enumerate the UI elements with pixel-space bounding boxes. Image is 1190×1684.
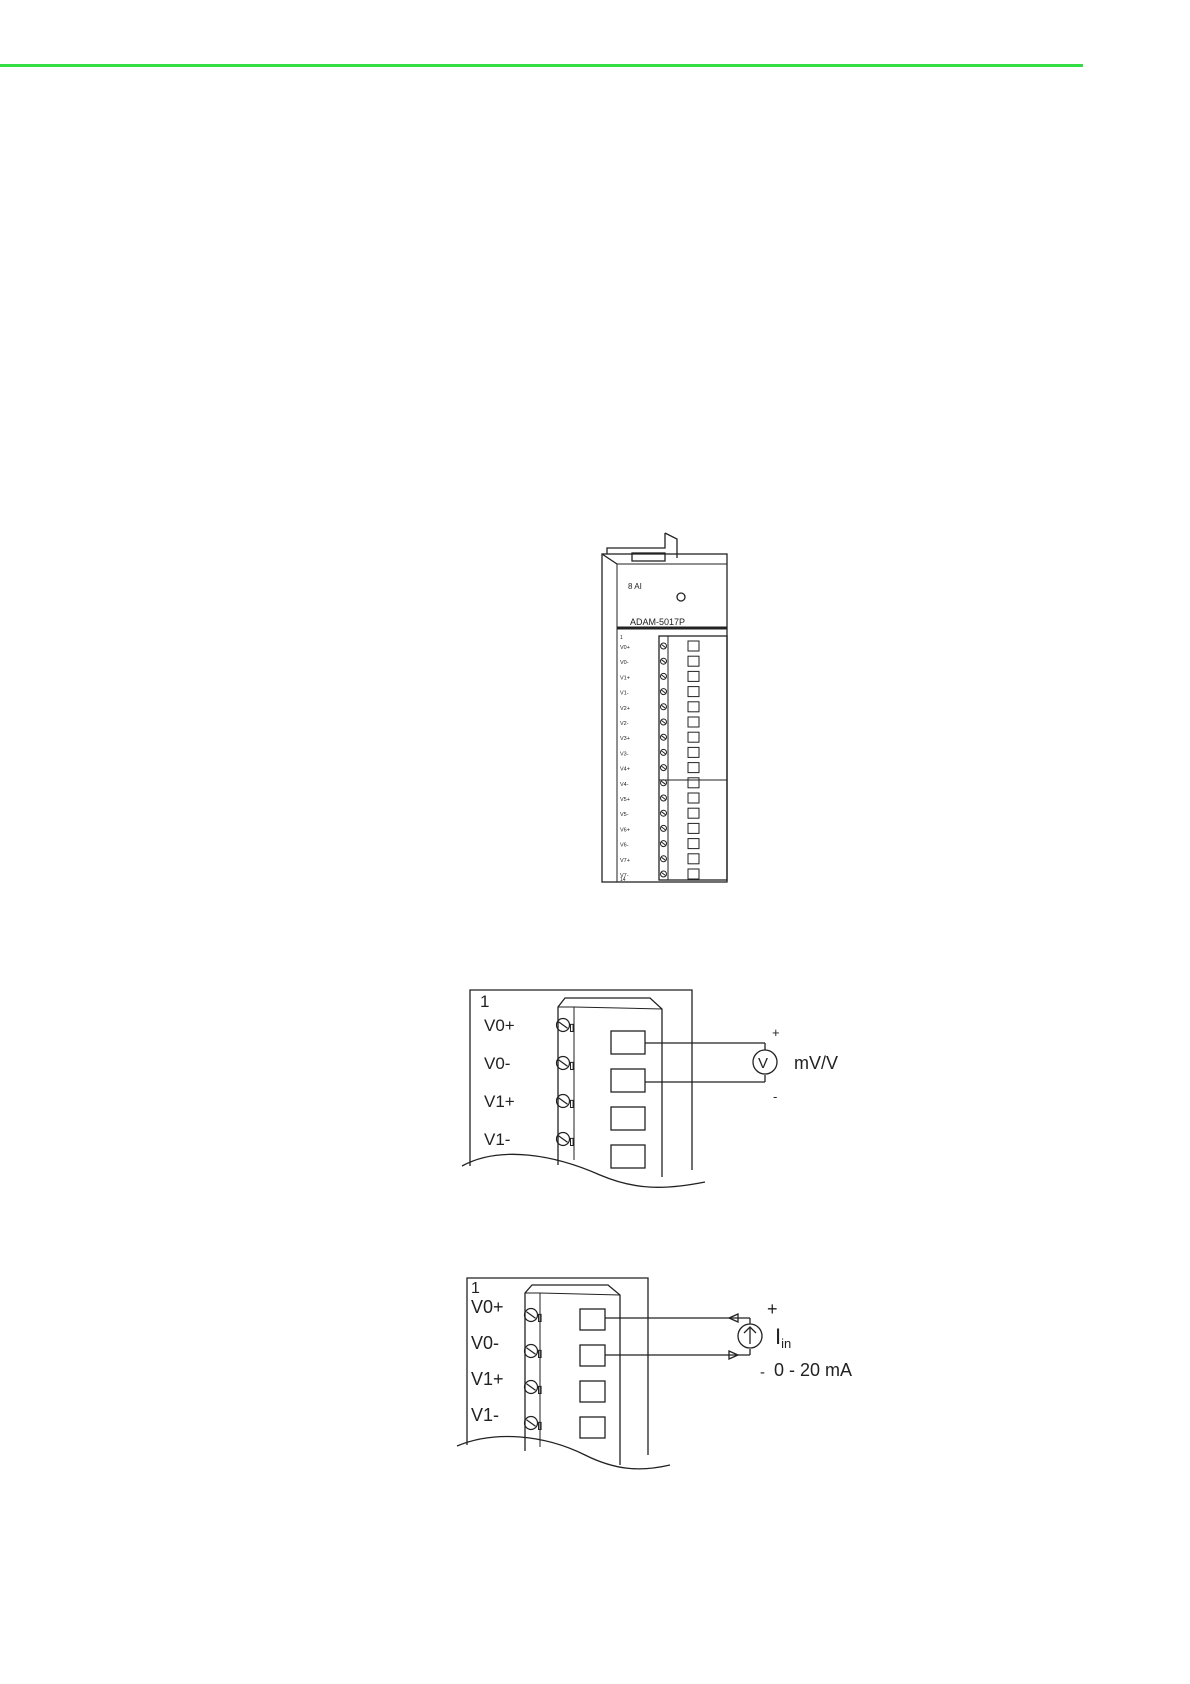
voltage-plus-label: + (772, 1025, 780, 1040)
current-terminal-label: V0+ (471, 1297, 504, 1317)
terminal-screw-icon (557, 1095, 574, 1108)
terminal-socket (688, 808, 699, 818)
voltage-terminal-label: V1+ (484, 1092, 515, 1111)
status-led-icon (677, 593, 685, 601)
voltage-pin-one-label: 1 (480, 992, 489, 1011)
voltage-terminal-label: V0+ (484, 1016, 515, 1035)
module-terminal-label: V7- (620, 873, 629, 879)
module-figure: 8 AI ADAM-5017P 1 14 V0+V0-V1+V1-V2+V2-V… (590, 530, 740, 885)
module-terminal-label: V6- (620, 843, 629, 849)
current-range-label: 0 - 20 mA (774, 1360, 852, 1380)
module-terminal-label: V5+ (620, 797, 630, 803)
terminal-screw-icon (661, 643, 667, 649)
terminal-screw-icon (661, 704, 667, 710)
terminal-screw-icon (525, 1381, 542, 1394)
terminal-socket (611, 1069, 645, 1092)
voltage-signal-label: mV/V (794, 1053, 838, 1073)
terminal-screw-icon (557, 1133, 574, 1146)
terminal-socket (688, 823, 699, 833)
voltage-terminal-label: V1- (484, 1130, 510, 1149)
terminal-socket (688, 793, 699, 803)
current-terminals: V0+ V0- V1+ V1- (471, 1297, 605, 1438)
module-terminal-label: V3+ (620, 736, 630, 742)
terminal-screw-icon (661, 825, 667, 831)
terminal-socket (688, 717, 699, 727)
current-terminal-block (525, 1285, 620, 1465)
module-terminal-label: V0+ (620, 645, 630, 651)
voltage-terminal-label: V0- (484, 1054, 510, 1073)
terminal-screw-icon (661, 871, 667, 877)
terminal-socket (688, 641, 699, 651)
current-plus-label: + (767, 1299, 778, 1319)
terminal-socket (611, 1107, 645, 1130)
terminal-socket (688, 869, 699, 879)
voltage-terminals: V0+ V0- V1+ V1- (484, 1016, 645, 1168)
terminal-socket (580, 1381, 605, 1402)
module-top-clip (607, 533, 665, 554)
terminal-screw-icon (557, 1019, 574, 1032)
module-terminal-label: V5- (620, 812, 629, 818)
current-wiring-figure: V0+ V0- V1+ V1- 1 + - Iin 0 - 20 mA (455, 1275, 895, 1485)
terminal-socket (688, 687, 699, 697)
terminal-socket (688, 778, 699, 788)
terminal-screw-icon (525, 1309, 542, 1322)
terminal-screw-icon (661, 765, 667, 771)
terminal-screw-icon (661, 749, 667, 755)
module-terminal-label: V4- (620, 782, 629, 788)
voltage-wiring-figure: V0+ V0- V1+ V1- 1 V + - mV/V (460, 985, 880, 1200)
terminal-screw-icon (661, 795, 667, 801)
voltage-minus-label: - (773, 1089, 777, 1104)
current-terminal-label: V1+ (471, 1369, 504, 1389)
terminal-screw-icon (661, 841, 667, 847)
terminal-screw-icon (661, 734, 667, 740)
module-terminal-label: V2+ (620, 706, 630, 712)
terminal-socket (611, 1145, 645, 1168)
voltage-tear-line (462, 1154, 705, 1187)
current-symbol: Iin (775, 1324, 791, 1351)
terminal-socket (688, 854, 699, 864)
module-terminal-label: V3- (620, 751, 629, 757)
terminal-screw-icon (661, 658, 667, 664)
channel-count-label: 8 AI (628, 582, 642, 591)
terminal-screw-icon (661, 673, 667, 679)
current-tear-line (457, 1436, 670, 1468)
current-terminal-label: V0- (471, 1333, 499, 1353)
voltmeter-symbol: V (758, 1055, 768, 1072)
terminal-screw-icon (525, 1417, 542, 1430)
module-pin-one-label: 1 (620, 635, 623, 641)
terminal-screw-icon (525, 1345, 542, 1358)
terminal-socket (688, 763, 699, 773)
terminal-socket (688, 656, 699, 666)
terminal-screw-icon (661, 856, 667, 862)
terminal-socket (580, 1345, 605, 1366)
module-terminal-label: V2- (620, 721, 629, 727)
terminal-socket (688, 671, 699, 681)
terminal-screw-icon (557, 1057, 574, 1070)
terminal-screw-icon (661, 719, 667, 725)
module-terminal-label: V7+ (620, 858, 630, 864)
terminal-socket (580, 1417, 605, 1438)
terminal-socket (688, 747, 699, 757)
terminal-socket (688, 732, 699, 742)
current-minus-label: - (760, 1364, 765, 1381)
module-terminal-label: V6+ (620, 827, 630, 833)
model-label: ADAM-5017P (630, 617, 685, 627)
current-subscript: in (781, 1336, 791, 1351)
current-pin-one-label: 1 (471, 1280, 480, 1297)
header-rule (0, 64, 1083, 67)
terminal-socket (688, 702, 699, 712)
module-terminal-block (659, 636, 727, 880)
current-terminal-label: V1- (471, 1405, 499, 1425)
module-terminal-label: V0- (620, 660, 629, 666)
module-terminal-label: V4+ (620, 767, 630, 773)
terminal-screw-icon (661, 780, 667, 786)
module-terminal-label: V1+ (620, 675, 630, 681)
terminal-screw-icon (661, 689, 667, 695)
module-terminal-label: V1- (620, 691, 629, 697)
terminal-socket (580, 1309, 605, 1330)
terminal-socket (611, 1031, 645, 1054)
terminal-socket (688, 839, 699, 849)
terminal-screw-icon (661, 810, 667, 816)
